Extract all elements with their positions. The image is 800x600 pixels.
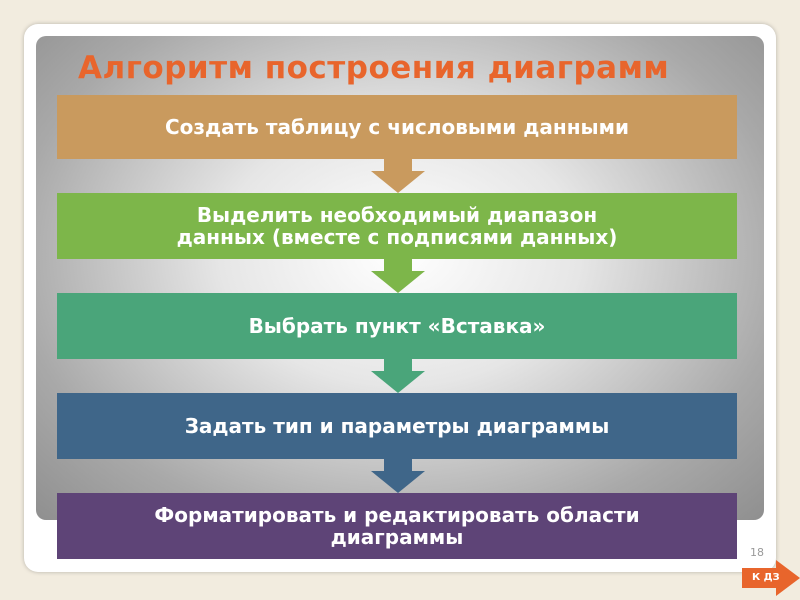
page-number: 18 [750, 546, 764, 559]
step-5-text: Форматировать и редактировать области ди… [154, 503, 640, 549]
slide-title: Алгоритм построения диаграмм [78, 50, 670, 86]
step-3-box: Выбрать пункт «Вставка» [57, 293, 737, 359]
down-arrow-2 [371, 259, 425, 293]
step-3-text: Выбрать пункт «Вставка» [248, 314, 546, 338]
step-4-box: Задать тип и параметры диаграммы [57, 393, 737, 459]
step-1-text: Создать таблицу с числовыми данными [164, 115, 630, 139]
step-5-box: Форматировать и редактировать области ди… [57, 493, 737, 559]
step-1-box: Создать таблицу с числовыми данными [57, 95, 737, 159]
down-arrow-3 [371, 359, 425, 393]
arrow-right-icon [742, 560, 800, 596]
step-4-text: Задать тип и параметры диаграммы [184, 414, 610, 438]
to-homework-label: К ДЗ [752, 572, 780, 583]
step-2-text: Выделить необходимый диапазон данных (вм… [176, 203, 618, 249]
step-2-box: Выделить необходимый диапазон данных (вм… [57, 193, 737, 259]
down-arrow-4 [371, 459, 425, 493]
down-arrow-1 [371, 159, 425, 193]
to-homework-button[interactable]: К ДЗ [742, 560, 800, 596]
